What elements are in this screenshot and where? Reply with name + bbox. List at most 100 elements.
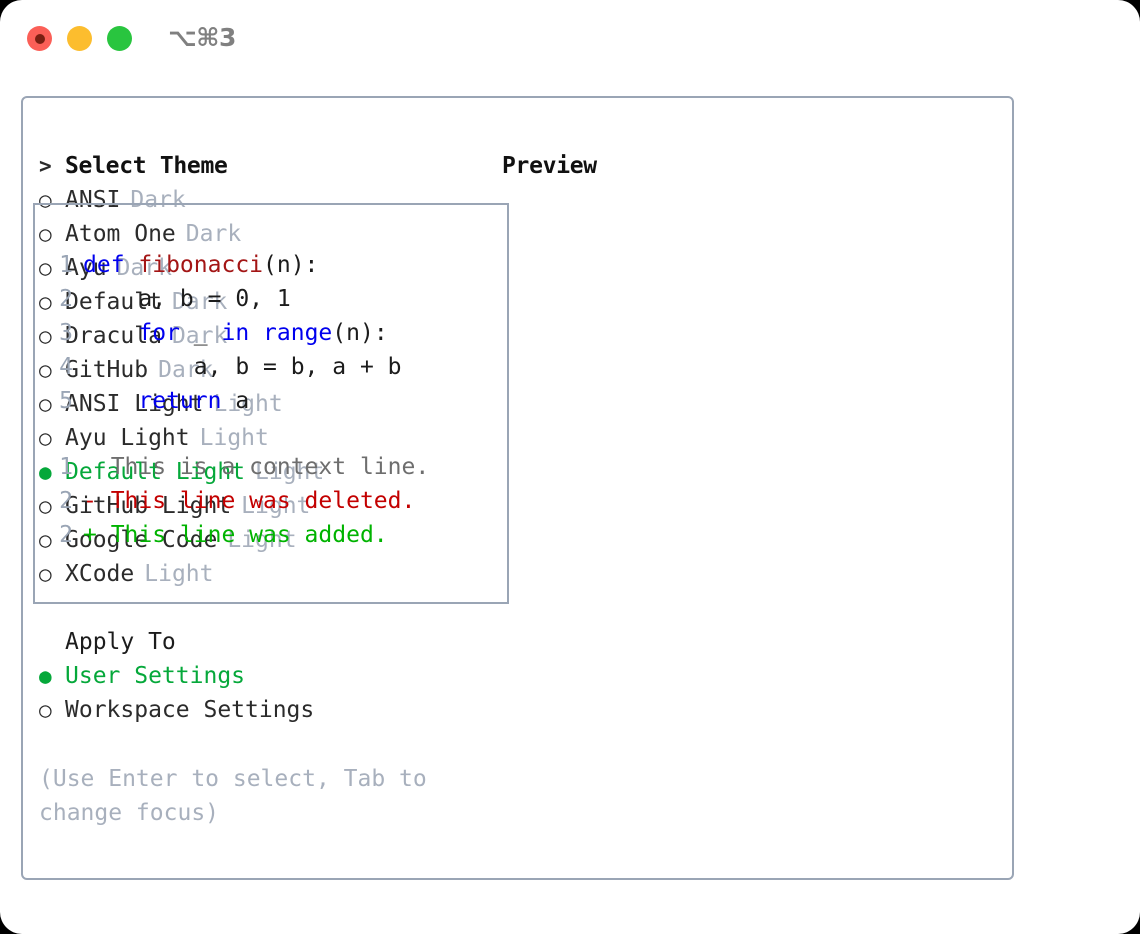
theme-option-row[interactable]: ○ Ayu Dark bbox=[39, 251, 479, 285]
diff-line-number: 1 bbox=[59, 454, 73, 480]
theme-option-badge: Light bbox=[199, 425, 269, 451]
theme-option-badge: Dark bbox=[171, 323, 228, 349]
diff-line-text: This is a context line. bbox=[83, 454, 430, 480]
code-line: 2 a, b = 0, 1 bbox=[47, 282, 497, 316]
close-window-button[interactable] bbox=[27, 26, 52, 51]
apply-to-header-label: Apply To bbox=[65, 629, 176, 655]
keyboard-shortcut-label: ⌥⌘3 bbox=[168, 23, 236, 52]
theme-list-header-label: Select Theme bbox=[65, 153, 228, 179]
theme-option-badge: Dark bbox=[158, 357, 214, 383]
diff-line: 2 - This line was deleted. bbox=[47, 484, 497, 518]
radio-unselected-icon: ○ bbox=[39, 562, 52, 586]
radio-unselected-icon: ○ bbox=[39, 698, 52, 722]
keyboard-hint-text: (Use Enter to select, Tab to change focu… bbox=[39, 766, 427, 826]
apply-to-options-list: ● User Settings ○Workspace Settings bbox=[39, 659, 479, 727]
theme-option-badge: Light bbox=[241, 493, 311, 519]
diff-line-text: - This line was deleted. bbox=[83, 488, 416, 514]
theme-list-header: > Select Theme bbox=[39, 149, 479, 183]
radio-unselected-icon: ○ bbox=[39, 392, 52, 416]
code-line: 5 return a bbox=[47, 384, 497, 418]
prompt-caret-icon: > bbox=[39, 154, 52, 178]
code-token: fibonacci bbox=[138, 252, 264, 278]
radio-unselected-icon: ○ bbox=[39, 528, 52, 552]
apply-to-header: ○Apply To bbox=[39, 625, 479, 659]
close-icon bbox=[34, 33, 45, 44]
code-token: (n): bbox=[332, 320, 388, 346]
code-line: 1 def fibonacci(n): bbox=[47, 248, 497, 282]
radio-unselected-icon: ○ bbox=[39, 426, 52, 450]
code-token: range bbox=[263, 320, 333, 346]
code-token: in bbox=[221, 320, 250, 346]
apply-to-option-row[interactable]: ● User Settings bbox=[39, 659, 479, 693]
theme-option-row[interactable]: ○ Google Code Light bbox=[39, 523, 479, 557]
apply-to-option-row[interactable]: ○Workspace Settings bbox=[39, 693, 479, 727]
code-token bbox=[83, 320, 138, 346]
radio-unselected-icon: ○ bbox=[39, 290, 52, 314]
maximize-window-button[interactable] bbox=[107, 26, 132, 51]
theme-option-row[interactable]: ○ ANSI Light Light bbox=[39, 387, 479, 421]
theme-option-badge: Light bbox=[144, 561, 214, 587]
radio-unselected-icon: ○ bbox=[39, 494, 52, 518]
theme-option-badge: Light bbox=[255, 459, 325, 485]
theme-option-name: XCode bbox=[65, 561, 135, 587]
code-token: for bbox=[138, 320, 180, 346]
theme-option-name: Ayu Light bbox=[65, 425, 190, 451]
code-token: _ bbox=[179, 320, 222, 346]
title-bar: ⌥⌘3 bbox=[0, 0, 1140, 78]
code-line-number: 3 bbox=[59, 320, 73, 346]
diff-line-number: 2 bbox=[59, 522, 73, 548]
theme-option-badge: Light bbox=[227, 527, 297, 553]
diff-line: 2 + This line was added. bbox=[47, 518, 497, 552]
theme-option-badge: Dark bbox=[185, 221, 242, 247]
theme-option-row[interactable]: ○ Dracula Dark bbox=[39, 319, 479, 353]
code-token: (n): bbox=[263, 252, 319, 278]
theme-option-badge: Dark bbox=[116, 255, 172, 281]
code-line-number: 1 bbox=[59, 252, 73, 278]
diff-line-text: + This line was added. bbox=[83, 522, 388, 548]
radio-unselected-icon: ○ bbox=[39, 222, 52, 246]
radio-selected-icon: ● bbox=[39, 664, 52, 688]
code-diff-gap bbox=[47, 418, 497, 450]
minimize-window-button[interactable] bbox=[67, 26, 92, 51]
code-line-number: 5 bbox=[59, 388, 73, 414]
spacer-icon: ○ bbox=[39, 625, 65, 659]
theme-option-name: ANSI bbox=[65, 187, 121, 213]
preview-title: Preview bbox=[502, 153, 597, 179]
code-token: def bbox=[83, 252, 139, 278]
radio-unselected-icon: ○ bbox=[39, 324, 52, 348]
theme-option-row[interactable]: ○ XCode Light bbox=[39, 557, 479, 591]
radio-unselected-icon: ○ bbox=[39, 358, 52, 382]
theme-option-name: Google Code bbox=[65, 527, 218, 553]
theme-option-row[interactable]: ○ Ayu Light Light bbox=[39, 421, 479, 455]
diff-lines: 1 This is a context line. 2 - This line wa… bbox=[47, 450, 497, 552]
code-token: a, b = b, a + b bbox=[83, 354, 402, 380]
apply-to-option-label: User Settings bbox=[65, 663, 246, 689]
code-token: return bbox=[138, 388, 222, 414]
code-token bbox=[83, 388, 138, 414]
theme-option-name: Default bbox=[65, 289, 162, 315]
theme-option-name: Ayu bbox=[65, 255, 107, 281]
code-line-number: 4 bbox=[59, 354, 73, 380]
diff-line: 1 This is a context line. bbox=[47, 450, 497, 484]
theme-option-name: Default Light bbox=[65, 459, 246, 485]
radio-unselected-icon: ○ bbox=[39, 256, 52, 280]
theme-option-name: Atom One bbox=[65, 221, 176, 247]
theme-option-name: Dracula bbox=[65, 323, 162, 349]
diff-line-number: 2 bbox=[59, 488, 73, 514]
code-token: a bbox=[221, 388, 250, 414]
theme-option-badge: Light bbox=[213, 391, 283, 417]
theme-option-name: ANSI Light bbox=[65, 391, 204, 417]
theme-option-row[interactable]: ○ Atom One Dark bbox=[39, 217, 479, 251]
